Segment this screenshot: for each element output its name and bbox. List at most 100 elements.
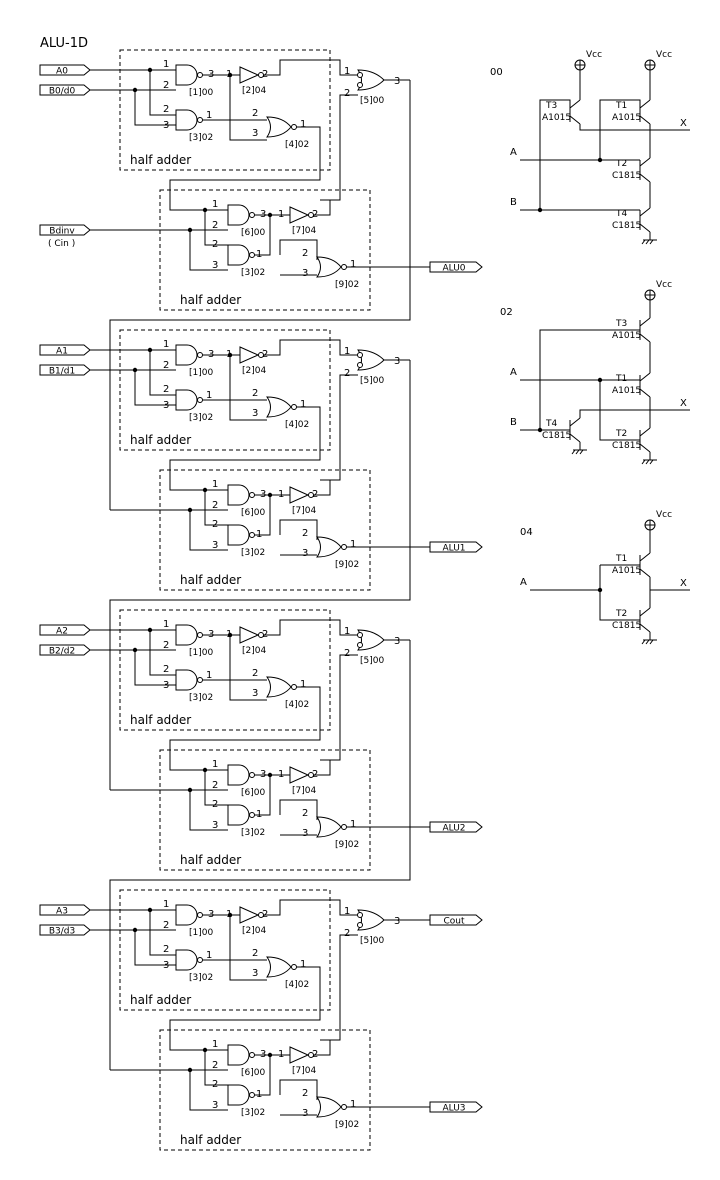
tag-label: A1 xyxy=(56,347,68,357)
wire xyxy=(255,215,271,256)
wire xyxy=(579,409,650,418)
tag-label: Bdinv xyxy=(49,227,75,237)
svg-text:3: 3 xyxy=(394,356,400,367)
inverter-gate-2: [2]04 xyxy=(239,626,266,656)
inverter-gate-7: [7]04 xyxy=(289,206,316,236)
wire xyxy=(134,650,176,686)
wire xyxy=(599,380,640,441)
wire xyxy=(599,565,640,621)
inversion-bubble xyxy=(308,772,314,778)
wire xyxy=(264,59,358,76)
input-b: B3/d3 xyxy=(39,924,91,937)
svg-text:1: 1 xyxy=(163,59,169,70)
svg-text:3: 3 xyxy=(212,820,218,831)
inversion-bubble xyxy=(357,362,363,368)
inversion-bubble xyxy=(249,212,255,218)
inverter-body xyxy=(239,626,260,644)
output-x: X xyxy=(680,578,687,589)
half-adder-box xyxy=(159,469,371,591)
gate-ref: [1]00 xyxy=(189,88,213,98)
tag-label: B1/d1 xyxy=(49,367,75,377)
nand-body xyxy=(175,344,198,366)
nand-body xyxy=(175,64,198,86)
inversion-bubble xyxy=(249,492,255,498)
inversion-bubble xyxy=(291,684,297,690)
svg-text:3: 3 xyxy=(252,968,258,979)
carry-gate-5: [5]00 xyxy=(357,69,385,106)
nor-gate-9: [9]02 xyxy=(316,1096,359,1130)
svg-text:1: 1 xyxy=(206,390,212,401)
wire xyxy=(255,495,271,536)
wire xyxy=(641,459,646,465)
transistor-id: T1 xyxy=(615,554,627,564)
carry-out-tag: Cout xyxy=(429,914,483,927)
gate-ref: [9]02 xyxy=(335,1120,359,1130)
wire xyxy=(569,433,581,443)
circuit-name: 00 xyxy=(490,67,503,78)
svg-text:3: 3 xyxy=(163,120,169,131)
wire xyxy=(639,372,651,382)
wire xyxy=(639,388,651,398)
svg-text:2: 2 xyxy=(302,1088,308,1099)
svg-text:2: 2 xyxy=(302,528,308,539)
gate-ref: [7]04 xyxy=(292,1066,316,1076)
inversion-bubble xyxy=(249,1052,255,1058)
svg-text:2: 2 xyxy=(212,500,218,511)
tag-shape xyxy=(429,914,483,926)
svg-text:1: 1 xyxy=(300,399,306,410)
svg-text:1: 1 xyxy=(206,670,212,681)
inverter-body xyxy=(289,1046,310,1064)
tag-shape xyxy=(429,1101,483,1113)
svg-text:1: 1 xyxy=(344,626,350,637)
svg-text:2: 2 xyxy=(163,384,169,395)
inversion-bubble xyxy=(357,912,363,918)
wire xyxy=(649,239,654,245)
wire xyxy=(539,99,571,210)
nor-gate-4: [4]02 xyxy=(266,396,309,430)
half-adder-label: half adder xyxy=(130,713,191,727)
svg-text:3: 3 xyxy=(163,680,169,691)
wire xyxy=(109,360,411,790)
svg-text:1: 1 xyxy=(206,950,212,961)
nand-body xyxy=(227,244,250,266)
gate-ref: [1]00 xyxy=(189,368,213,378)
output-x: X xyxy=(680,398,687,409)
nand-body xyxy=(227,484,250,506)
gate-ref: [4]02 xyxy=(285,700,309,710)
tag-label: ALU3 xyxy=(442,1104,465,1114)
tag-shape xyxy=(429,541,483,553)
gate-ref: [5]00 xyxy=(360,96,384,106)
wire xyxy=(279,239,318,260)
inverter-gate-2: [2]04 xyxy=(239,346,266,376)
gate-ref: [7]04 xyxy=(292,226,316,236)
gate-ref: [5]00 xyxy=(360,376,384,386)
inverter-body xyxy=(289,206,310,224)
carry-gate-5: [5]00 xyxy=(357,349,385,386)
svg-text:3: 3 xyxy=(212,540,218,551)
nand-gate-6: [6]00 xyxy=(227,764,265,798)
nand-gate-1: [1]00 xyxy=(175,624,213,658)
wire xyxy=(189,510,228,551)
nand-gate-3: [3]02 xyxy=(175,949,213,983)
wire xyxy=(639,223,651,233)
gate-ref: [5]00 xyxy=(360,936,384,946)
svg-text:2: 2 xyxy=(252,108,258,119)
transistor-id: T2 xyxy=(615,429,627,439)
inversion-bubble xyxy=(291,404,297,410)
svg-text:1: 1 xyxy=(300,959,306,970)
nor-body xyxy=(266,956,292,978)
svg-text:2: 2 xyxy=(212,239,218,250)
inversion-bubble xyxy=(249,772,255,778)
wire xyxy=(639,99,651,109)
input-a: A2 xyxy=(39,624,91,637)
tag-shape xyxy=(429,821,483,833)
svg-text:3: 3 xyxy=(163,400,169,411)
nand-gate-3: [3]02 xyxy=(175,669,213,703)
nor-gate-4: [4]02 xyxy=(266,676,309,710)
svg-text:2: 2 xyxy=(252,388,258,399)
half-adder-box xyxy=(159,189,371,311)
